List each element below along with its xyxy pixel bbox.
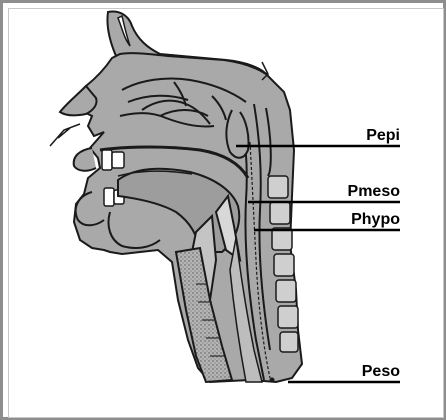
upper-lip (74, 148, 96, 171)
label-pmeso: Pmeso (348, 183, 401, 200)
label-pepi: Pepi (366, 127, 400, 144)
label-phypo: Phypo (351, 211, 400, 228)
nostril-lines (50, 124, 80, 146)
label-peso: Peso (362, 363, 400, 380)
catheter-tip (270, 378, 275, 383)
